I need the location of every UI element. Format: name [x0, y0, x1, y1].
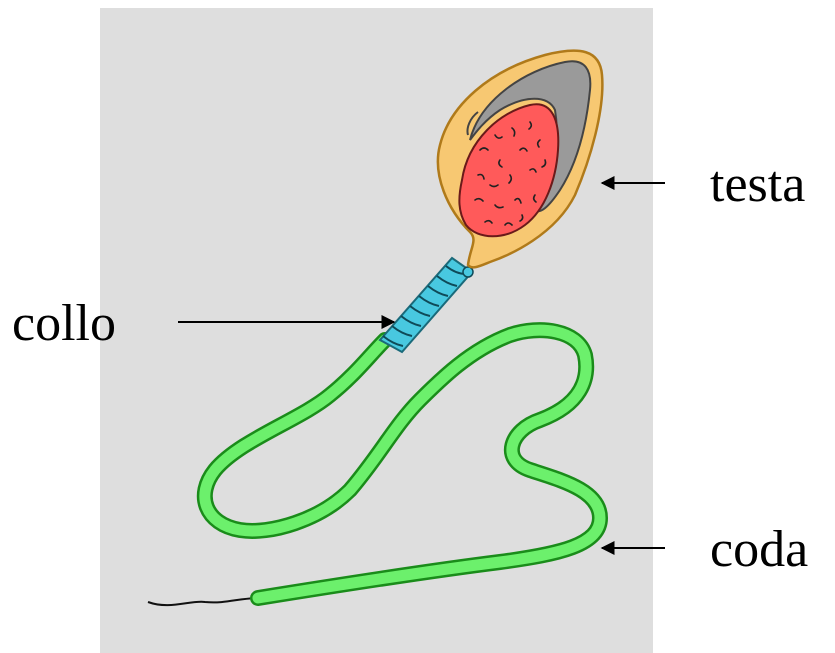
label-head: testa: [710, 156, 805, 213]
label-tail: coda: [710, 521, 808, 578]
label-neck: collo: [12, 295, 116, 352]
